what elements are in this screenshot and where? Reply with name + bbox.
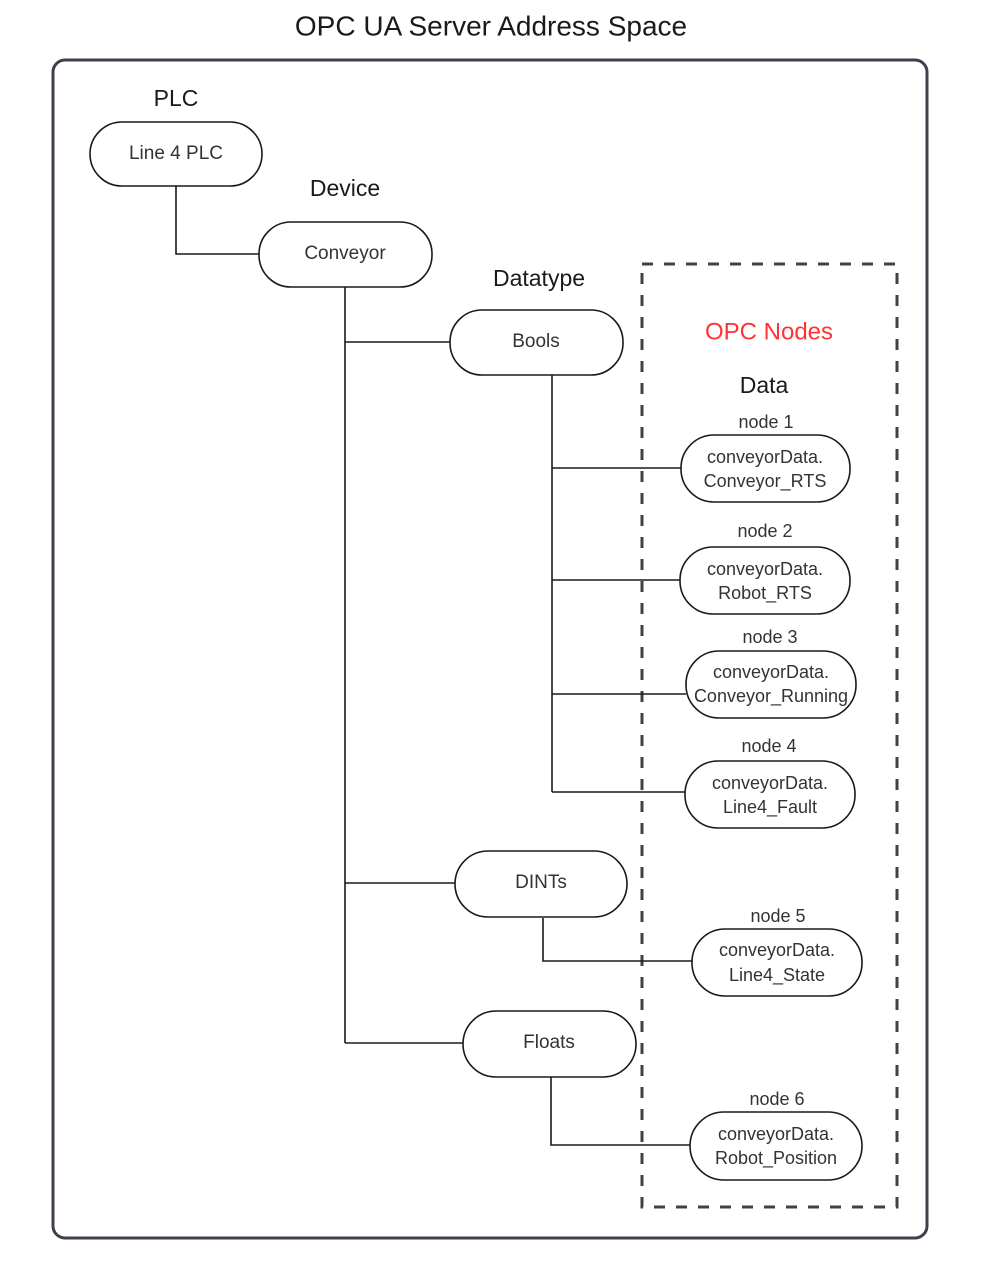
node-1-caption: node 1 (738, 412, 793, 432)
opc-node-2-line2: Robot_RTS (718, 583, 812, 604)
page-title: OPC UA Server Address Space (295, 10, 687, 41)
connector-dints-to-node5 (542, 918, 692, 962)
plc-group-label: PLC (154, 85, 199, 111)
opc-node-6-line2: Robot_Position (715, 1148, 837, 1169)
node-4-caption: node 4 (741, 736, 796, 756)
connector-floats-to-node6 (550, 1077, 690, 1146)
opc-node-1[interactable]: conveyorData. Conveyor_RTS (680, 434, 851, 503)
opc-node-4-line2: Line4_Fault (723, 797, 817, 818)
opc-node-5[interactable]: conveyorData. Line4_State (691, 928, 863, 997)
datatype-group-label: Datatype (493, 265, 585, 291)
node-6-caption: node 6 (749, 1089, 804, 1109)
node-3-caption: node 3 (742, 627, 797, 647)
opc-nodes-label: OPC Nodes (705, 318, 833, 345)
opc-node-5-line1: conveyorData. (719, 940, 835, 960)
opc-node-4[interactable]: conveyorData. Line4_Fault (684, 760, 856, 829)
node-line-4-plc-label: Line 4 PLC (129, 143, 223, 164)
opc-node-6[interactable]: conveyorData. Robot_Position (689, 1111, 863, 1181)
node-dints-label: DINTs (515, 872, 567, 893)
opc-node-3[interactable]: conveyorData. Conveyor_Running (685, 650, 857, 719)
opc-node-3-line1: conveyorData. (713, 662, 829, 682)
data-label: Data (740, 372, 789, 398)
node-floats-label: Floats (523, 1032, 575, 1053)
node-conveyor[interactable]: Conveyor (258, 221, 433, 288)
opc-nodes-frame (640, 262, 899, 1209)
node-bools[interactable]: Bools (449, 309, 624, 376)
opc-node-2[interactable]: conveyorData. Robot_RTS (679, 546, 851, 615)
opc-node-6-line1: conveyorData. (718, 1124, 834, 1144)
opc-node-4-line1: conveyorData. (712, 773, 828, 793)
node-floats[interactable]: Floats (462, 1010, 637, 1078)
node-2-caption: node 2 (737, 521, 792, 541)
opc-node-1-line1: conveyorData. (707, 447, 823, 467)
connector-plc-to-conveyor (175, 186, 259, 255)
opc-node-3-line2: Conveyor_Running (694, 686, 848, 707)
opc-node-1-line2: Conveyor_RTS (704, 471, 827, 492)
device-group-label: Device (310, 175, 380, 201)
node-bools-label: Bools (512, 331, 560, 352)
opc-node-5-line2: Line4_State (729, 965, 825, 986)
node-5-caption: node 5 (750, 906, 805, 926)
node-dints[interactable]: DINTs (454, 850, 628, 918)
node-line-4-plc[interactable]: Line 4 PLC (89, 121, 263, 187)
opc-node-2-line1: conveyorData. (707, 559, 823, 579)
server-address-space-frame (51, 58, 929, 1240)
node-conveyor-label: Conveyor (304, 243, 386, 264)
